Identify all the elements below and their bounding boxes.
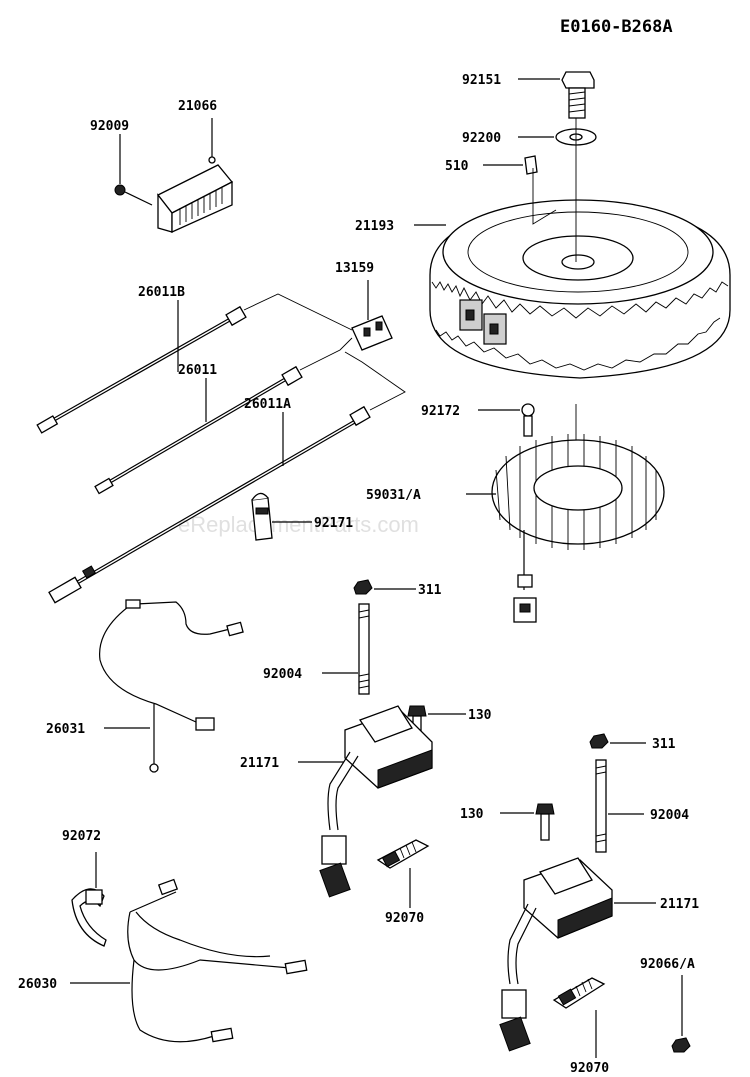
watermark: eReplacementParts.com [178, 512, 419, 537]
regulator-21066[interactable] [157, 156, 234, 234]
label-92200: 92200 [462, 131, 501, 146]
label-92070-left: 92070 [385, 911, 424, 926]
label-26011B: 26011B [138, 285, 185, 300]
stud-92004-right[interactable] [595, 759, 607, 853]
label-92004-left: 92004 [263, 667, 302, 682]
stator-bolt-92172[interactable] [521, 403, 535, 437]
nut-92066A[interactable] [671, 1037, 691, 1053]
key-510[interactable] [524, 155, 538, 175]
flywheel-bolt-92151[interactable] [561, 71, 595, 119]
label-92070-right: 92070 [570, 1061, 609, 1076]
label-59031A: 59031/A [366, 488, 421, 503]
label-130-left: 130 [468, 708, 492, 723]
nut-311-left[interactable] [353, 579, 373, 595]
label-92009: 92009 [90, 119, 129, 134]
clip-92072[interactable] [71, 888, 107, 947]
label-26031: 26031 [46, 722, 85, 737]
label-26011: 26011 [178, 363, 217, 378]
label-510: 510 [445, 159, 469, 174]
label-311-right: 311 [652, 737, 676, 752]
screw-92009[interactable] [114, 184, 153, 206]
label-21193: 21193 [355, 219, 394, 234]
label-92072: 92072 [62, 829, 101, 844]
clamp-92171[interactable] [251, 492, 273, 541]
wire-harness-26031[interactable] [99, 599, 244, 773]
wire-harness-26030[interactable] [127, 878, 308, 1043]
label-26011A: 26011A [244, 397, 291, 412]
stator-59031A[interactable] [491, 434, 665, 623]
label-92066A: 92066/A [640, 957, 695, 972]
label-92004-right: 92004 [650, 808, 689, 823]
wire-26011[interactable] [94, 337, 353, 495]
label-92171: 92171 [314, 516, 353, 531]
label-26030: 26030 [18, 977, 57, 992]
spark-plug-92070-left[interactable] [376, 839, 430, 869]
label-311-left: 311 [418, 583, 442, 598]
label-13159: 13159 [335, 261, 374, 276]
label-92172: 92172 [421, 404, 460, 419]
wire-26011A[interactable] [48, 351, 406, 604]
label-92151: 92151 [462, 73, 501, 88]
nut-311-right[interactable] [589, 733, 609, 749]
label-130-right: 130 [460, 807, 484, 822]
ignition-coil-21171-left[interactable] [319, 705, 433, 898]
spark-plug-92070-right[interactable] [552, 977, 606, 1009]
flywheel-21193[interactable] [429, 199, 731, 379]
stud-92004-left[interactable] [358, 603, 370, 695]
ignition-coil-21171-right[interactable] [499, 857, 613, 1052]
wire-26011B[interactable] [36, 293, 353, 434]
connector-13159[interactable] [351, 315, 393, 351]
diagram-id: E0160-B268A [560, 17, 673, 37]
label-21171-right: 21171 [660, 897, 699, 912]
label-21171-left: 21171 [240, 756, 279, 771]
label-21066: 21066 [178, 99, 217, 114]
bolt-130-right[interactable] [535, 803, 555, 841]
